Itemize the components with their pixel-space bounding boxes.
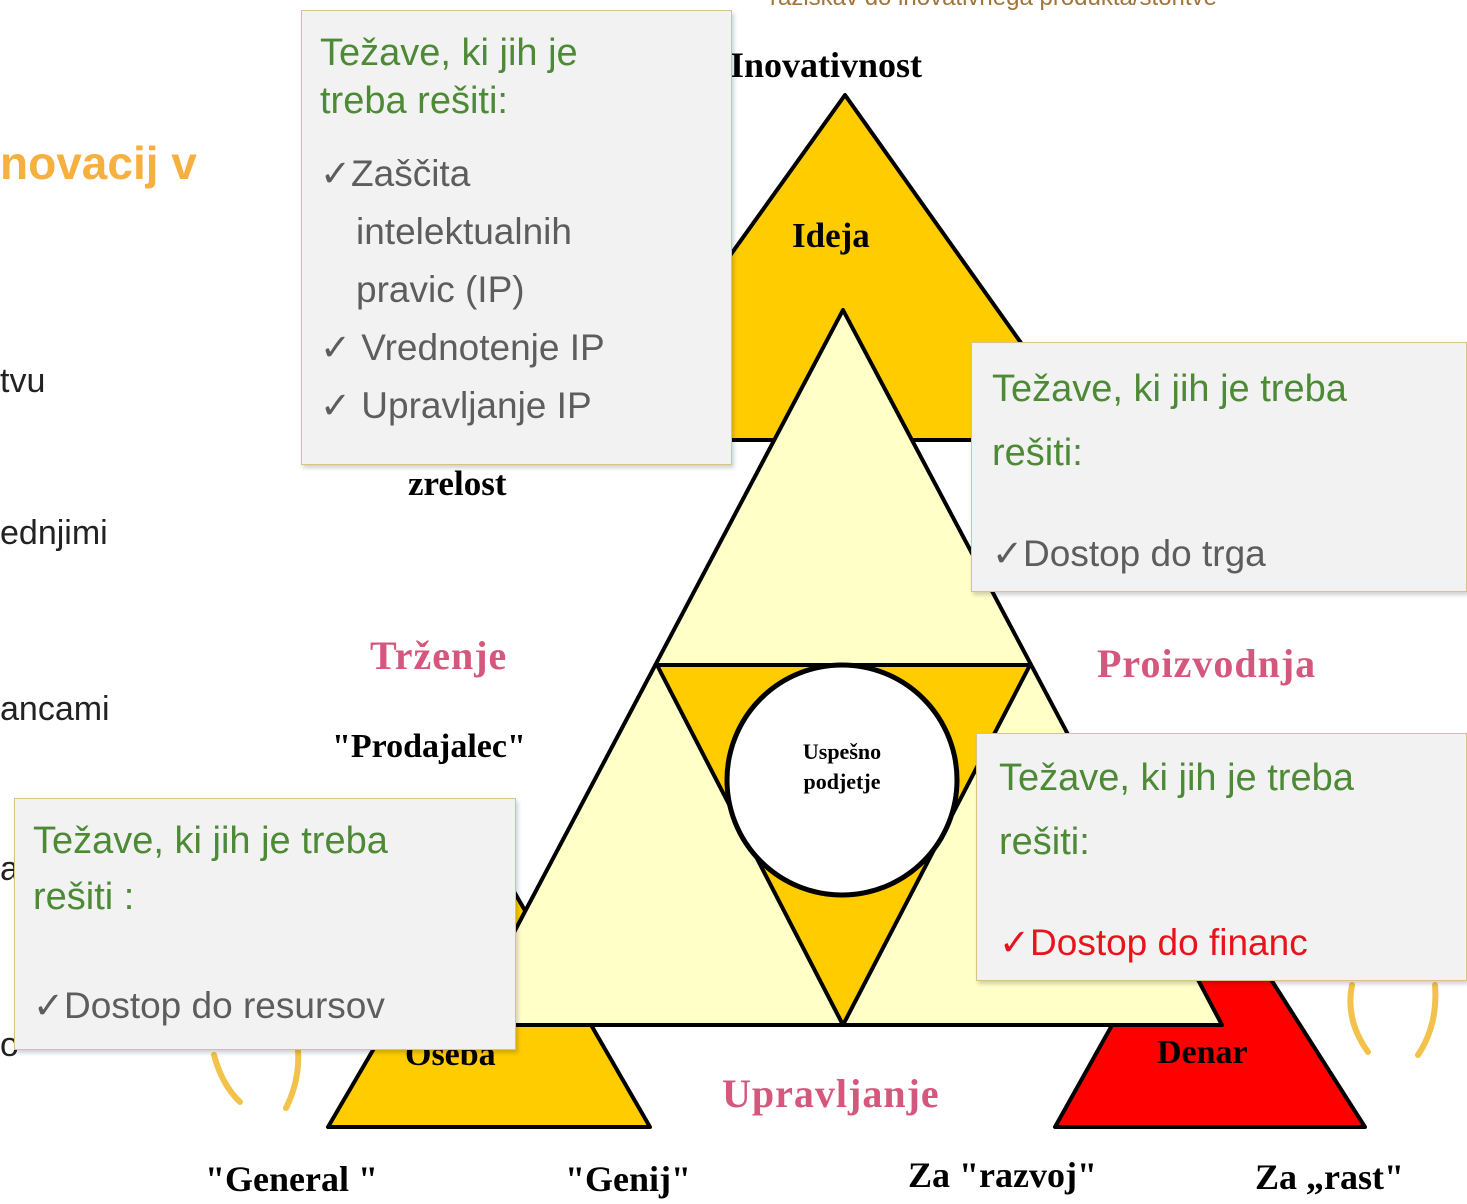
- check-icon: ✓: [320, 385, 352, 426]
- problems-box-ip-item-1: ✓Zaščita intelektualnih pravic (IP): [320, 153, 572, 310]
- side-label-trzenje: Trženje: [370, 633, 508, 678]
- slide-heading: novacij v: [0, 137, 197, 189]
- center-label: Uspešno podjetje: [742, 737, 942, 797]
- side-label-upravljanje: Upravljanje: [722, 1071, 940, 1116]
- problems-box-resources-item-1: ✓Dostop do resursov: [33, 985, 385, 1026]
- problems-box-market-title: Težave, ki jih je treba rešiti:: [992, 368, 1347, 474]
- left-fragment-2: ednjimi: [0, 514, 108, 552]
- left-fragment-1: tvu: [0, 362, 46, 400]
- problems-box-resources: Težave, ki jih je treba rešiti : ✓Dostop…: [14, 798, 516, 1050]
- hand-decoration-right: [1347, 982, 1439, 1058]
- check-icon: ✓: [320, 327, 352, 368]
- problems-box-ip-title: Težave, ki jih je treba rešiti:: [320, 32, 578, 122]
- check-icon: ✓: [999, 922, 1031, 963]
- check-icon: ✓: [33, 985, 65, 1026]
- problems-box-ip-item-3: ✓ Upravljanje IP: [320, 385, 592, 426]
- top-caption: raziskav do inovativnega produkta/storit…: [770, 0, 1217, 12]
- side-label-proizvodnja: Proizvodnja: [1097, 641, 1317, 686]
- problems-box-finance-title: Težave, ki jih je treba rešiti:: [999, 757, 1354, 863]
- label-ideja: Ideja: [792, 216, 870, 255]
- problems-box-market: Težave, ki jih je treba rešiti: ✓Dostop …: [971, 342, 1467, 592]
- label-denar: Denar: [1157, 1034, 1248, 1071]
- role-general: "General ": [205, 1159, 378, 1199]
- problems-box-resources-title: Težave, ki jih je treba rešiti :: [33, 820, 388, 918]
- center-label-line-2: podjetje: [803, 769, 881, 794]
- problems-box-market-item-1: ✓Dostop do trga: [992, 533, 1266, 574]
- problems-box-finance: Težave, ki jih je treba rešiti: ✓Dostop …: [976, 733, 1467, 981]
- role-za-razvoj: Za "razvoj": [908, 1155, 1097, 1195]
- left-fragment-3: ancami: [0, 690, 110, 728]
- role-genij: "Genij": [565, 1159, 691, 1199]
- problems-box-ip-item-2: ✓ Vrednotenje IP: [320, 327, 605, 368]
- role-za-rast: Za „rast": [1255, 1157, 1404, 1197]
- problems-box-finance-item-1: ✓Dostop do financ: [999, 922, 1308, 963]
- hand-decoration-left: [211, 1047, 302, 1111]
- check-icon: ✓: [992, 533, 1024, 574]
- center-circle: [724, 662, 960, 898]
- label-zrelost: zrelost: [408, 464, 507, 503]
- role-prodajalec: "Prodajalec": [332, 728, 526, 765]
- label-inovativnost: Inovativnost: [730, 45, 923, 85]
- problems-box-ip: Težave, ki jih je treba rešiti: ✓Zaščita…: [301, 10, 732, 465]
- center-label-line-1: Uspešno: [802, 739, 882, 764]
- check-icon: ✓: [320, 153, 352, 194]
